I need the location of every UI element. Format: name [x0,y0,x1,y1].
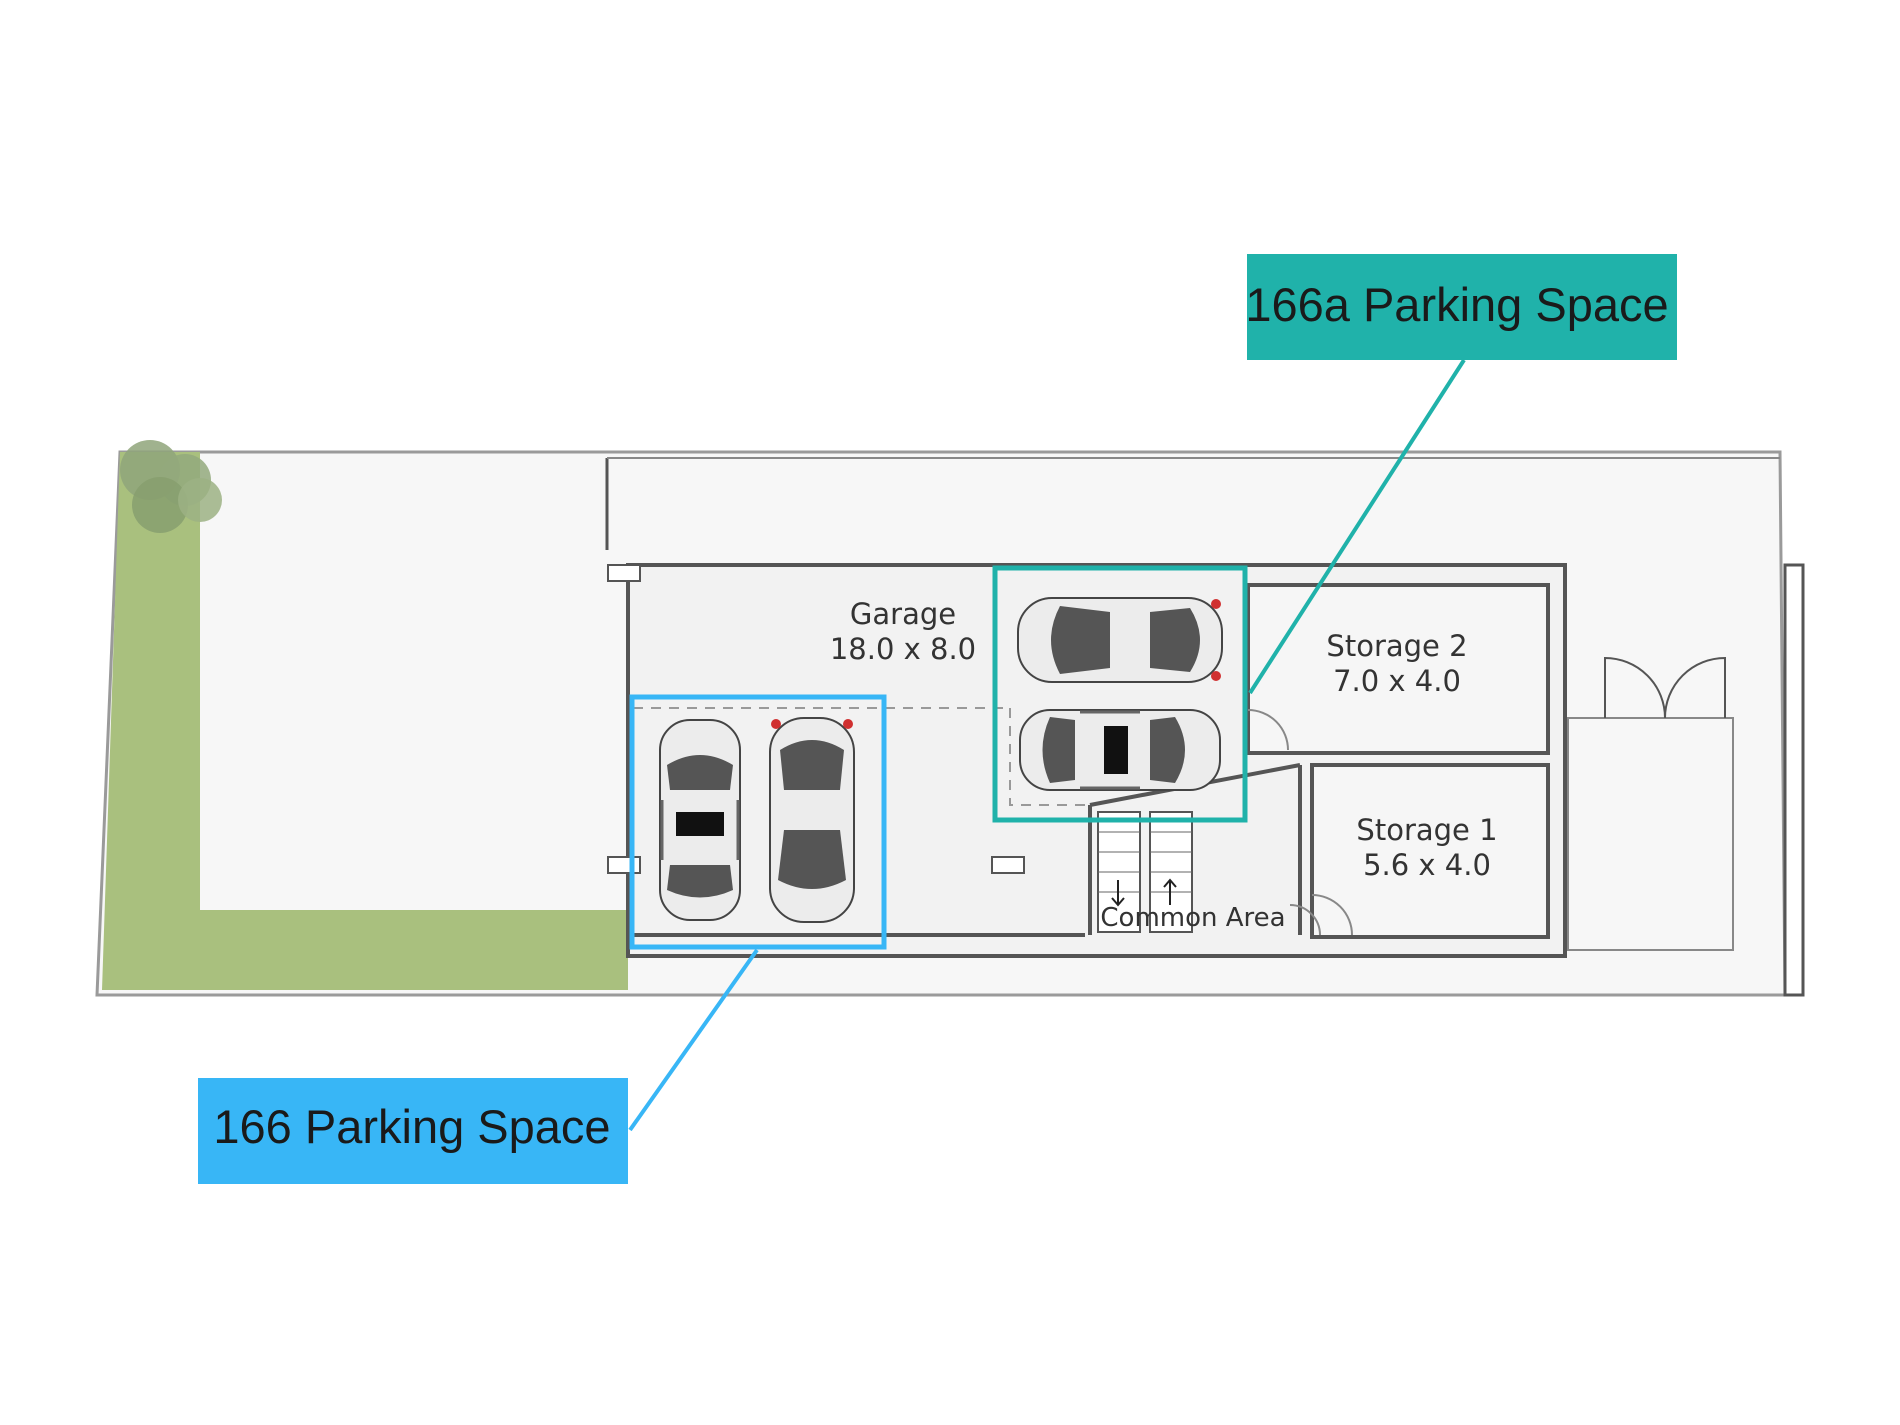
callout-leader [1248,358,1466,695]
car-icon [658,718,742,922]
car-icon [769,717,855,923]
storage-1-room [1310,763,1550,939]
garage-label: Garage [850,597,956,631]
storage-2-label: Storage 2 [1326,629,1467,663]
callout-box-166 [198,1078,628,1184]
common-area-label: Common Area [1100,903,1285,933]
callout-leader [628,948,759,1132]
parking-space-166-highlight [629,694,887,950]
storage-2-size: 7.0 x 4.0 [1333,664,1461,698]
callout-label-166a: 166a Parking Space [1245,278,1669,331]
stairs [1097,811,1193,933]
pillar [607,856,641,874]
car-icon [1017,597,1223,683]
car-icon [1018,708,1222,792]
pillar [991,856,1025,874]
storage-1-label: Storage 1 [1356,813,1497,847]
parking-space-166a-highlight [992,565,1248,823]
callout-box-166a [1247,254,1677,360]
tree-icon [120,440,222,533]
garage-size: 18.0 x 8.0 [830,632,976,666]
pillar [607,564,641,582]
storage-1-size: 5.6 x 4.0 [1363,848,1491,882]
callout-label-166: 166 Parking Space [213,1100,611,1153]
storage-2-room [1246,583,1550,755]
